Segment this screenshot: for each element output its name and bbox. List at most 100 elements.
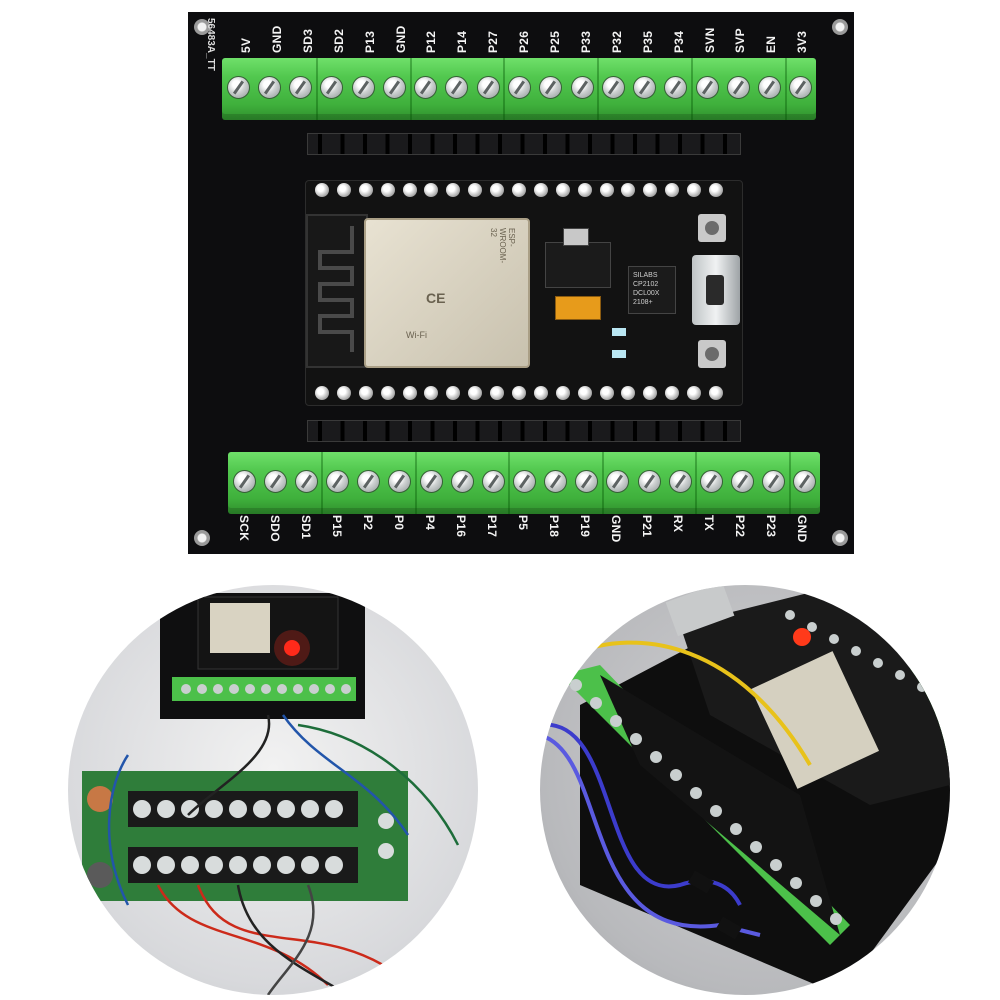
bottom-pin-label: SD1	[299, 515, 313, 540]
female-header-top	[307, 133, 741, 155]
bottom-pin-label: P4	[423, 515, 437, 531]
top-pin-label: GND	[393, 25, 408, 53]
regulator-tab	[563, 228, 589, 246]
terminal-block-divider	[788, 452, 791, 514]
top-pin-label: EN	[764, 35, 779, 53]
devkit-pin	[577, 183, 592, 197]
terminal-block-divider	[695, 452, 698, 514]
bottom-pin-label: P23	[764, 515, 778, 538]
terminal-screw	[388, 470, 412, 493]
terminal-screw	[762, 470, 786, 493]
devkit-pin	[380, 386, 395, 400]
terminal-screw	[351, 76, 375, 99]
devkit-pin	[336, 386, 351, 400]
terminal-screw	[450, 470, 474, 493]
devkit-pin	[446, 386, 461, 400]
terminal-block-divider	[784, 58, 787, 120]
terminal-screw	[257, 76, 281, 99]
bottom-pin-label: P17	[485, 515, 499, 538]
ce-mark: CE	[426, 290, 446, 306]
devkit-pin	[533, 183, 548, 197]
board-code: 56483A_TT	[205, 18, 216, 71]
terminal-screw	[326, 470, 350, 493]
terminal-screw	[357, 470, 381, 493]
terminal-screw	[575, 470, 599, 493]
terminal-block-divider	[597, 58, 600, 120]
devkit-pin	[643, 183, 658, 197]
top-pin-label: SVN	[702, 27, 717, 53]
devkit-pins-top	[315, 183, 724, 199]
terminal-block-divider	[321, 452, 324, 514]
terminal-screw	[637, 470, 661, 493]
terminal-screw	[513, 470, 536, 493]
devkit-pin	[490, 183, 505, 197]
devkit-pin	[665, 183, 680, 197]
bottom-pin-label: GND	[609, 515, 623, 543]
micro-usb-port	[692, 255, 740, 325]
top-pin-label: P33	[578, 30, 593, 53]
devkit-pin	[358, 386, 373, 400]
terminal-screw	[731, 470, 755, 493]
top-pin-label: P26	[517, 30, 532, 53]
wifi-mark: Wi-Fi	[406, 330, 427, 340]
top-pin-label: P25	[548, 30, 562, 53]
devkit-pin	[336, 183, 351, 197]
voltage-regulator	[545, 242, 611, 288]
devkit-pin	[402, 183, 417, 197]
devkit-pin	[512, 183, 527, 197]
terminal-screw	[481, 470, 505, 493]
top-pin-label: SD2	[331, 28, 346, 53]
devkit-pin	[424, 183, 439, 197]
top-screw-terminal	[222, 58, 816, 120]
bottom-pin-label: GND	[795, 515, 809, 543]
top-pin-label: P32	[609, 30, 624, 53]
devkit-pin	[709, 386, 724, 400]
top-pin-label: P34	[671, 30, 686, 53]
mounting-hole	[194, 530, 210, 546]
terminal-screw	[414, 76, 438, 99]
terminal-screw	[382, 76, 406, 99]
terminal-block-divider	[503, 58, 506, 120]
terminal-block-divider	[508, 452, 511, 514]
devkit-pin	[468, 183, 483, 197]
top-pin-label: P35	[640, 30, 655, 53]
top-pin-label: P13	[362, 30, 377, 53]
terminal-block-divider	[414, 452, 417, 514]
devkit-pin	[533, 386, 548, 400]
devkit-pin	[380, 183, 395, 197]
devkit-pin	[621, 183, 636, 197]
bottom-pin-label: P21	[640, 515, 654, 538]
devkit-pin	[402, 386, 417, 400]
devkit-pin	[599, 386, 614, 400]
terminal-screw	[294, 470, 318, 493]
shield-model-text: ESP-WROOM-32	[489, 228, 516, 264]
terminal-screw	[445, 76, 469, 99]
terminal-screw	[789, 76, 813, 99]
devkit-pins-bottom	[315, 386, 724, 402]
devkit-pin	[665, 386, 680, 400]
terminal-screw	[695, 76, 719, 99]
terminal-screw	[668, 470, 692, 493]
terminal-block-divider	[409, 58, 412, 120]
bottom-pin-label: P22	[733, 515, 747, 538]
devkit-pin	[424, 386, 439, 400]
bottom-pin-label: P16	[454, 515, 468, 538]
esp32-jumper-wires-photo	[540, 585, 950, 995]
devkit-pin	[490, 386, 505, 400]
bottom-pin-label: P19	[578, 515, 592, 538]
devkit-pin	[599, 183, 614, 197]
top-pin-label: P12	[424, 30, 439, 53]
chip-brand: SILABS	[633, 272, 658, 279]
bottom-pin-label: P18	[547, 515, 561, 538]
terminal-screw	[601, 76, 625, 99]
chip-model: CP2102	[633, 281, 659, 288]
devkit-pin	[687, 183, 702, 197]
terminal-screw	[758, 76, 782, 99]
devkit-pin	[358, 183, 373, 197]
terminal-screw	[633, 76, 657, 99]
terminal-block-divider	[690, 58, 693, 120]
terminal-screw	[320, 76, 344, 99]
female-header-bottom	[307, 420, 741, 442]
terminal-screw	[263, 470, 287, 493]
bottom-screw-terminal	[228, 452, 820, 514]
